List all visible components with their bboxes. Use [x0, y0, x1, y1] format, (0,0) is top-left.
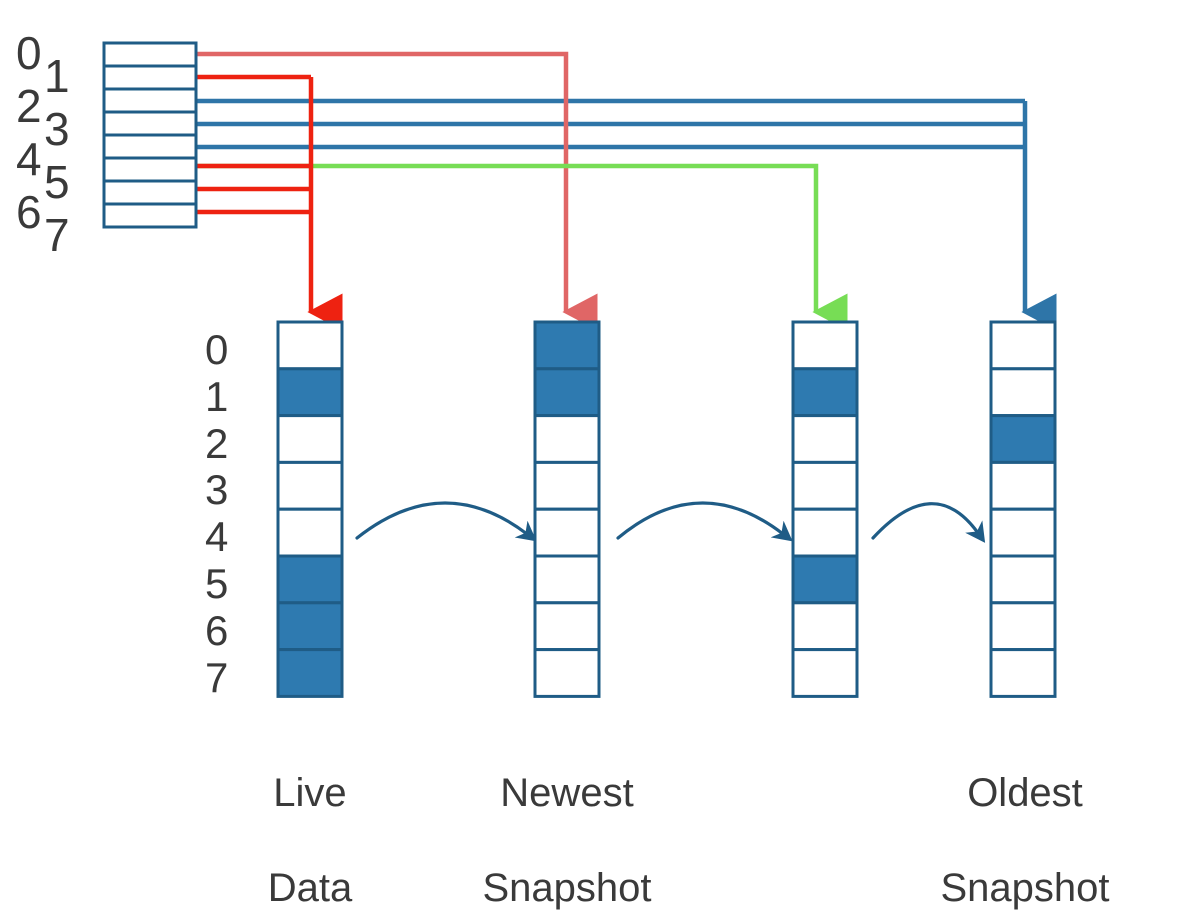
cell-live-data-row-4[interactable] [276, 507, 344, 558]
cell-middle-snapshot-row-1[interactable] [791, 367, 859, 418]
cell-live-data-row-1[interactable] [276, 367, 344, 418]
flow-arrow-newest-to-middle [616, 501, 793, 542]
cell-live-data-row-5[interactable] [276, 554, 344, 605]
caption-newest-snapshot-line2: Snapshot [482, 865, 652, 910]
cell-newest-snapshot-row-6[interactable] [533, 601, 601, 652]
source-row-0[interactable] [102, 41, 198, 68]
source-row-6[interactable] [102, 179, 198, 206]
cell-middle-snapshot-row-7[interactable] [791, 648, 859, 698]
source-row-3[interactable] [102, 110, 198, 137]
cell-oldest-snapshot-row-4[interactable] [989, 507, 1057, 558]
column-row-index-0: 0 [205, 326, 229, 373]
source-row-index-4: 4 [16, 133, 42, 185]
connector-group-green [150, 163, 848, 331]
cell-newest-snapshot-row-0[interactable] [533, 320, 601, 371]
cell-middle-snapshot-row-2[interactable] [791, 414, 859, 464]
column-row-index-7: 7 [205, 653, 229, 701]
cell-newest-snapshot-row-3[interactable] [533, 460, 601, 511]
column-row-index-4: 4 [205, 513, 229, 561]
source-row-4[interactable] [102, 133, 198, 160]
caption-oldest-snapshot-line2: Snapshot [940, 865, 1110, 910]
source-block-table [102, 41, 198, 229]
cell-middle-snapshot-row-4[interactable] [791, 507, 859, 558]
flow-arrow-group [355, 501, 986, 543]
source-row-1[interactable] [102, 64, 198, 91]
column-oldest-snapshot [989, 320, 1057, 698]
source-row-index-7: 7 [44, 209, 70, 261]
cell-oldest-snapshot-row-3[interactable] [989, 460, 1057, 511]
source-row-index-0: 0 [16, 27, 42, 79]
connector-group-red-soft [150, 51, 598, 331]
caption-newest-snapshot-line1: Newest [500, 771, 634, 816]
connector-row0-to-newest [150, 51, 598, 331]
column-newest-snapshot [533, 320, 601, 698]
connector-group-blue [150, 98, 1057, 331]
cell-live-data-row-6[interactable] [276, 601, 344, 652]
cell-live-data-row-2[interactable] [276, 414, 344, 464]
cell-middle-snapshot-row-3[interactable] [791, 460, 859, 511]
column-row-index-3: 3 [205, 466, 229, 514]
source-row-index-1: 1 [44, 50, 70, 102]
cell-newest-snapshot-row-7[interactable] [533, 648, 601, 698]
snapshot-columns [276, 320, 1057, 698]
cell-oldest-snapshot-row-2[interactable] [989, 414, 1057, 464]
source-row-index-5: 5 [44, 156, 70, 208]
column-middle-snapshot [791, 320, 859, 698]
cell-oldest-snapshot-row-5[interactable] [989, 554, 1057, 605]
cell-middle-snapshot-row-6[interactable] [791, 601, 859, 652]
cell-live-data-row-0[interactable] [276, 320, 344, 371]
cell-oldest-snapshot-row-7[interactable] [989, 648, 1057, 698]
cell-live-data-row-7[interactable] [276, 648, 344, 698]
cell-middle-snapshot-row-5[interactable] [791, 554, 859, 605]
column-live-data [276, 320, 344, 698]
source-row-5[interactable] [102, 156, 198, 183]
column-row-index-6: 6 [205, 606, 229, 654]
flow-arrow-middle-to-oldest [871, 502, 986, 543]
connector-row5-to-middle [150, 163, 848, 331]
column-row-index-1: 1 [205, 372, 229, 420]
cell-newest-snapshot-row-1[interactable] [533, 367, 601, 418]
caption-live-data-line1: Live [273, 771, 347, 816]
cell-oldest-snapshot-row-6[interactable] [989, 601, 1057, 652]
caption-oldest-snapshot: Oldest Snapshot [890, 723, 1160, 912]
source-row-index-3: 3 [44, 103, 70, 155]
source-row-index-2: 2 [16, 80, 42, 132]
caption-live-data-line2: Data [267, 865, 353, 910]
flow-arrow-live-to-newest [355, 501, 537, 542]
caption-newest-snapshot: Newest Snapshot [432, 723, 702, 912]
column-row-index-5: 5 [205, 560, 229, 607]
source-row-7[interactable] [102, 202, 198, 229]
column-row-index-2: 2 [205, 419, 229, 467]
cell-live-data-row-3[interactable] [276, 460, 344, 511]
cell-newest-snapshot-row-5[interactable] [533, 554, 601, 605]
cell-oldest-snapshot-row-0[interactable] [989, 320, 1057, 371]
source-row-index-6: 6 [16, 186, 42, 238]
cell-newest-snapshot-row-4[interactable] [533, 507, 601, 558]
caption-oldest-snapshot-line1: Oldest [967, 771, 1083, 816]
caption-live-data: Live Data [215, 723, 405, 912]
source-row-2[interactable] [102, 87, 198, 114]
cell-oldest-snapshot-row-1[interactable] [989, 367, 1057, 418]
cell-middle-snapshot-row-0[interactable] [791, 320, 859, 371]
cell-newest-snapshot-row-2[interactable] [533, 414, 601, 464]
